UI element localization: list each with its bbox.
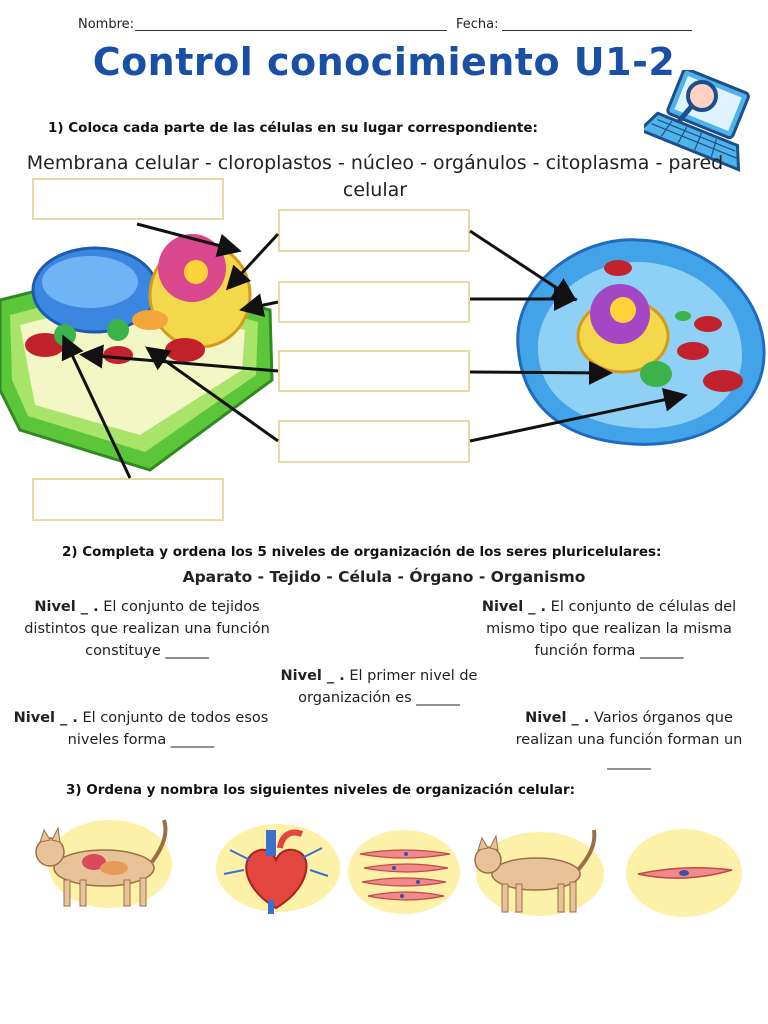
level-label: Nivel _ . [34,599,99,615]
answer-box-3[interactable] [278,281,470,323]
level-text: El conjunto de todos esos niveles forma … [67,710,269,748]
question-3-prompt: 3) Ordena y nombra los siguientes nivele… [66,782,576,798]
muscle-cell-image [626,829,742,917]
level-label: Nivel _ . [280,668,345,684]
level-item-3: Nivel _ . El primer nivel de organizació… [262,665,496,709]
heart-organ-image [216,824,340,914]
answer-box-6[interactable] [32,478,224,521]
cat-organ-systems-image [35,819,172,908]
plant-cell-image [0,234,274,472]
question-2-word-bank: Aparato - Tejido - Célula - Órgano - Org… [182,568,586,586]
level-item-4: Nivel _ . El conjunto de todos esos nive… [10,707,272,751]
name-label: Nombre: [78,17,135,32]
level-label: Nivel _ . [525,710,590,726]
question-1-prompt: 1) Coloca cada parte de las células en s… [48,120,538,136]
answer-box-1[interactable] [32,178,224,220]
animal-cell-image [516,238,766,446]
laptop-search-icon [644,70,750,172]
answer-box-2[interactable] [278,209,470,252]
level-item-1: Nivel _ . El conjunto de tejidos distint… [16,596,278,662]
name-field[interactable] [135,16,447,31]
date-label: Fecha: [456,17,499,32]
level-text: El primer nivel de organización es _____… [298,668,478,706]
answer-box-5[interactable] [278,420,470,463]
level-text: El conjunto de tejidos distintos que rea… [24,599,270,659]
level-label: Nivel _ . [13,710,78,726]
muscle-tissue-image [348,830,460,914]
question-1-word-bank: Membrana celular - cloroplastos - núcleo… [26,152,724,201]
level-label: Nivel _ . [481,599,547,615]
level-item-2: Nivel _ . El conjunto de células del mis… [478,596,740,662]
level-text: El conjunto de células del mismo tipo qu… [486,599,737,659]
page-title: Control conocimiento U1-2 [92,40,676,84]
question-2-prompt: 2) Completa y ordena los 5 niveles de or… [62,544,662,560]
level-text: Varios órganos que realizan una función … [515,710,743,770]
level-item-5: Nivel _ . Varios órganos que realizan un… [496,707,762,773]
date-field[interactable] [502,16,692,31]
cat-organism-image [474,829,604,916]
answer-box-4[interactable] [278,350,470,392]
